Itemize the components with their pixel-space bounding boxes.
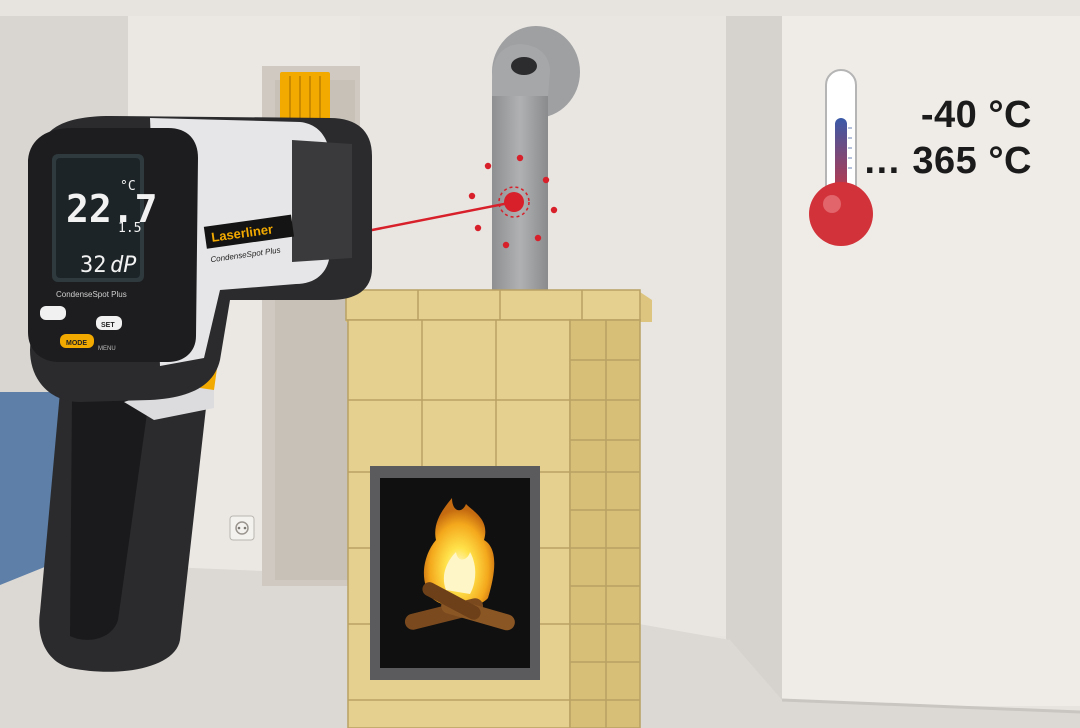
- set-button: [96, 316, 122, 330]
- lcd-side-reading: 1.5: [118, 221, 141, 236]
- tiled-stove: [345, 289, 652, 728]
- temperature-range-min: -40 °C: [920, 94, 1032, 136]
- lcd-main-unit: °C: [120, 179, 136, 194]
- mode-button-label: MODE: [66, 340, 87, 347]
- lcd-secondary-unit: dP: [110, 253, 137, 278]
- blue-table: [0, 392, 62, 585]
- laser-beam: [361, 200, 515, 234]
- lcd-main-reading: 22.7: [66, 187, 158, 231]
- fire-icon: [404, 498, 515, 631]
- stove-pipe: [492, 26, 580, 290]
- lcd-secondary-reading: 32: [80, 253, 107, 278]
- temperature-range-max: … 365 °C: [862, 140, 1032, 182]
- menu-label: MENU: [98, 346, 116, 352]
- left-button: [40, 306, 66, 320]
- infrared-thermometer: 22.7 °C 1.5 32 dP CondenseSpot Plus SET …: [28, 72, 372, 672]
- thermometer-icon: [809, 69, 873, 246]
- mode-button: [60, 334, 94, 348]
- power-socket-icon: [229, 515, 255, 541]
- wall-corner: [726, 16, 782, 706]
- face-model-label: CondenseSpot Plus: [56, 290, 127, 299]
- baseboard: [781, 698, 1080, 714]
- set-button-label: SET: [101, 322, 115, 329]
- laser-spot-icon: [468, 154, 558, 249]
